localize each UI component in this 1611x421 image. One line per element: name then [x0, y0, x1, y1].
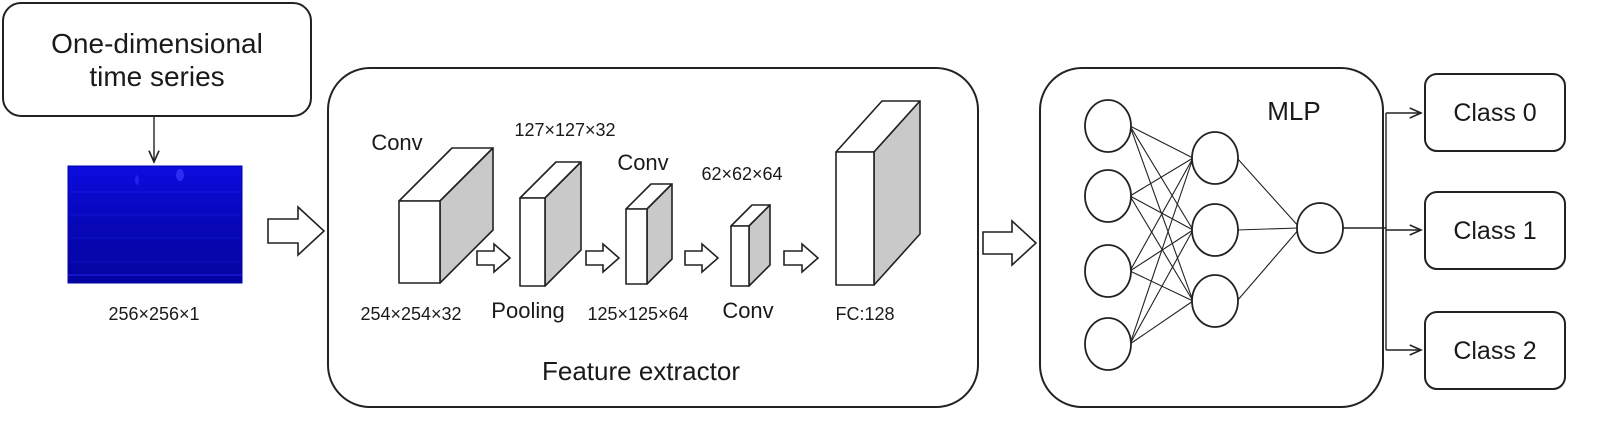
input-label-line2: time series — [89, 61, 224, 92]
neuron — [1084, 244, 1132, 298]
neuron — [1191, 131, 1239, 185]
class-box-2: Class 2 — [1424, 311, 1566, 390]
conv2-size-label: 125×125×64 — [587, 304, 688, 324]
fc-label: FC:128 — [835, 304, 894, 324]
neuron — [1191, 274, 1239, 328]
hollow-arrow-extractor-mlp — [982, 219, 1038, 267]
class-box-1: Class 1 — [1424, 191, 1566, 270]
feature-extractor-title: Feature extractor — [542, 356, 740, 386]
mlp-hidden-layer — [1191, 131, 1239, 328]
conv2-cube — [625, 183, 673, 285]
fc-cube — [835, 100, 921, 286]
spectrogram-image — [67, 165, 243, 284]
pooling-label: Pooling — [491, 298, 564, 323]
neuron — [1296, 202, 1344, 254]
conv3-label: Conv — [722, 298, 773, 323]
hollow-arrow-conv2-conv3 — [684, 242, 720, 274]
class-label-2: Class 2 — [1453, 337, 1536, 365]
conv1-label: Conv — [371, 130, 422, 155]
mlp-connections — [1129, 125, 1301, 345]
mlp-output-layer — [1296, 202, 1344, 254]
hollow-arrow-pool-conv2 — [585, 242, 621, 274]
neuron — [1084, 317, 1132, 371]
conv1-cube — [398, 147, 494, 284]
input-label-line1: One-dimensional — [51, 28, 263, 59]
neuron — [1084, 99, 1132, 153]
pooling-cube — [519, 161, 582, 287]
input-box: One-dimensional time series — [2, 2, 312, 117]
neuron — [1191, 203, 1239, 257]
hollow-arrow-conv3-fc — [783, 242, 820, 274]
class-label-1: Class 1 — [1453, 217, 1536, 245]
mlp-input-layer — [1084, 99, 1132, 371]
mlp-title: MLP — [1267, 96, 1320, 126]
conv1-size-label: 254×254×32 — [360, 304, 461, 324]
conv3-size-label: 62×62×64 — [701, 164, 782, 184]
class-box-0: Class 0 — [1424, 73, 1566, 152]
conv2-label: Conv — [617, 150, 668, 175]
input-size-label: 256×256×1 — [108, 304, 199, 324]
pooling-size-label: 127×127×32 — [514, 120, 615, 140]
hollow-arrow-conv1-pool — [476, 242, 512, 274]
neuron — [1084, 169, 1132, 223]
conv3-cube — [730, 204, 771, 287]
hollow-arrow-input — [267, 205, 326, 257]
class-label-0: Class 0 — [1453, 99, 1536, 127]
output-connectors — [1343, 113, 1421, 350]
